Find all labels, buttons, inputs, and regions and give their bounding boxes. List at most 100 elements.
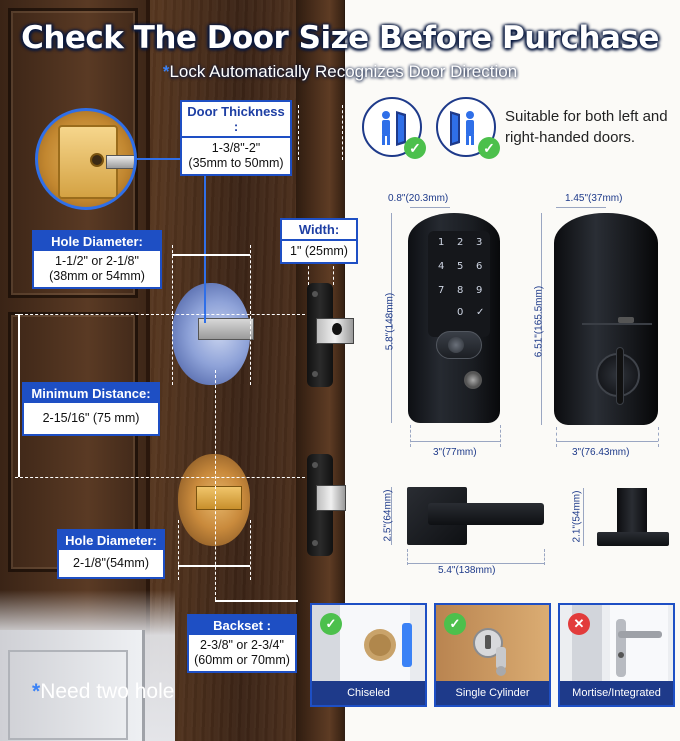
- check-icon: ✓: [404, 137, 426, 159]
- back-width-label: 3"(76.43mm): [572, 447, 630, 458]
- guide-center-lower: [15, 477, 305, 478]
- keypad-key: 6: [476, 261, 483, 272]
- subline-star: *: [162, 62, 170, 81]
- check-icon: ✓: [320, 613, 342, 635]
- door-type-single-cylinder: ✓ Single Cylinder: [434, 603, 551, 707]
- front-height-line: [391, 213, 392, 423]
- guide-width-right: [333, 245, 334, 285]
- orientation-line1: Suitable for both left and: [505, 108, 668, 125]
- back-width-line: [556, 441, 658, 442]
- door-thickness-title: Door Thickness :: [182, 102, 290, 138]
- backset-box: Backset : 2-3/8" or 2-3/4" (60mm or 70mm…: [187, 614, 297, 673]
- latch-bolt-zoom: [106, 155, 134, 169]
- width-value: 1" (25mm): [290, 244, 348, 258]
- back-depth-label: 1.45"(37mm): [565, 193, 623, 204]
- minimum-distance-line: [18, 314, 20, 477]
- backset-title: Backset :: [189, 616, 295, 635]
- back-height-label: 6.51"(165.5mm): [533, 285, 545, 358]
- person-door-left-icon: [382, 111, 406, 146]
- deadbolt-lock-back: [554, 213, 658, 425]
- right-handed-door-icon: ✓: [436, 97, 500, 159]
- minimum-distance-box: Minimum Distance: 2-15/16" (75 mm): [22, 382, 160, 436]
- keypad-key: 8: [457, 285, 464, 296]
- guide-backset-left: [215, 370, 216, 600]
- screw: [312, 540, 318, 546]
- fingerprint-icon: [448, 337, 464, 353]
- keypad-panel: [428, 231, 490, 337]
- hole-diameter-lower-title: Hole Diameter:: [59, 531, 163, 550]
- key-cylinder: [464, 371, 482, 389]
- headline: Check The Door Size Before Purchase: [21, 20, 659, 56]
- keypad-key: 4: [438, 261, 445, 272]
- width-title: Width:: [282, 220, 356, 241]
- check-icon: ✓: [478, 137, 500, 159]
- lever-width-label: 5.4"(138mm): [438, 565, 496, 576]
- lever-latch-head: [316, 485, 346, 511]
- latch-zoom-circle: [35, 108, 137, 210]
- lever-width-guide-left: [407, 549, 408, 565]
- front-width-line: [410, 441, 500, 442]
- keypad-key: ✓: [476, 307, 485, 318]
- cover-release-slot: [618, 317, 634, 323]
- front-width-guide-left: [410, 425, 411, 447]
- hole-diameter-upper-box: Hole Diameter: 1-1/2" or 2-1/8" (38mm or…: [32, 230, 162, 289]
- back-width-guide-right: [658, 427, 659, 447]
- keypad-key: 1: [438, 237, 445, 248]
- subheadline: *Lock Automatically Recognizes Door Dire…: [0, 62, 680, 82]
- spindle-height-label: 2.1"(54mm): [571, 490, 583, 543]
- hole-diameter-upper-line1: 1-1/2" or 2-1/8": [55, 254, 139, 268]
- door-type-label: Mortise/Integrated: [560, 681, 673, 705]
- zoom-connector-v: [204, 158, 206, 323]
- door-type-chiseled: ✓ Chiseled: [310, 603, 427, 707]
- keypad-key: 7: [438, 285, 445, 296]
- guide-hole1-left: [172, 245, 173, 385]
- subline-text: Lock Automatically Recognizes Door Direc…: [169, 62, 518, 81]
- orientation-line2: right-handed doors.: [505, 129, 636, 146]
- latch-hole: [332, 323, 342, 335]
- back-width-guide-left: [556, 427, 557, 447]
- lever-handle: [428, 503, 544, 525]
- keypad-lock-front: 1 2 3 4 5 6 7 8 9 0 ✓: [408, 213, 500, 423]
- hole-diameter-lower-value: 2-1/8"(54mm): [73, 556, 149, 570]
- need-hole-star: *: [32, 680, 41, 703]
- keypad-key: 5: [457, 261, 464, 272]
- zoom-connector-h: [137, 158, 205, 160]
- backset-line2: (60mm or 70mm): [194, 653, 290, 667]
- lever-height-label: 2.5"(64mm): [382, 489, 394, 542]
- guide-center-upper: [15, 314, 305, 315]
- screw: [312, 462, 318, 468]
- latch-bolt-upper: [198, 318, 254, 340]
- door-thickness-line1: 1-3/8"-2": [211, 141, 261, 155]
- backset-line1: 2-3/8" or 2-3/4": [200, 638, 284, 652]
- keypad-key: 2: [457, 237, 464, 248]
- latch-brass-lower: [196, 486, 242, 510]
- lever-width-line: [407, 563, 544, 564]
- keypad-key: 9: [476, 285, 483, 296]
- backset-value: 2-3/8" or 2-3/4" (60mm or 70mm): [189, 635, 295, 671]
- keypad-key: 3: [476, 237, 483, 248]
- hole2-diameter-line: [178, 565, 250, 567]
- door-thickness-line2: (35mm to 50mm): [188, 156, 284, 170]
- close-icon: ✕: [568, 613, 590, 635]
- door-type-label: Single Cylinder: [436, 681, 549, 705]
- back-height-line: [541, 213, 542, 425]
- front-width-guide-right: [500, 425, 501, 447]
- front-height-label: 5.8"(148mm): [384, 292, 396, 351]
- width-box: Width: 1" (25mm): [280, 218, 358, 264]
- lever-side-spindle: [617, 488, 647, 532]
- guide-hole2-right: [250, 520, 251, 580]
- person-door-right-icon: [450, 111, 474, 146]
- backset-line: [215, 600, 298, 602]
- guide-hole2-left: [178, 520, 179, 580]
- lever-width-guide-right: [544, 549, 545, 565]
- frame-fold-inner: [8, 650, 128, 740]
- lever-height-line: [391, 487, 392, 545]
- guide-thickness-right: [342, 105, 343, 160]
- back-depth-line: [556, 207, 606, 208]
- door-type-mortise: ✕ Mortise/Integrated: [558, 603, 675, 707]
- need-hole-text: Need two hole: [40, 680, 175, 703]
- front-width-label: 3"(77mm): [433, 447, 477, 458]
- guide-thickness-left: [298, 105, 299, 160]
- frame-fold: [0, 630, 145, 741]
